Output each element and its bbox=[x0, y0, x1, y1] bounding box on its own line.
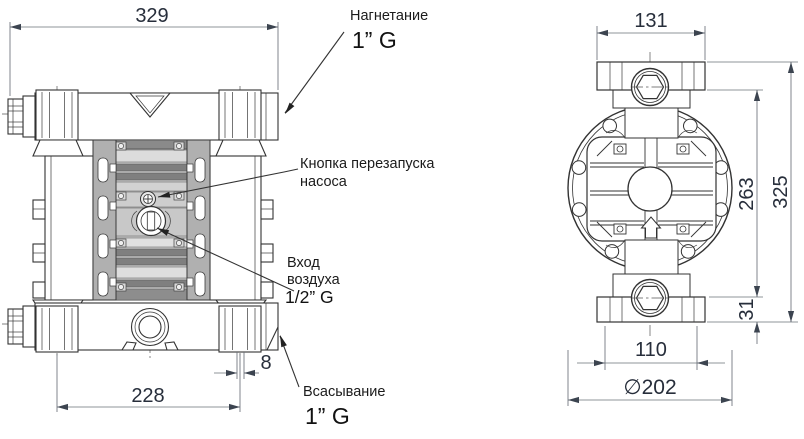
label-air-line1: Вход bbox=[287, 255, 320, 271]
restart-button[interactable] bbox=[140, 191, 156, 207]
body-column-left bbox=[32, 155, 94, 301]
extension-lines-right bbox=[707, 61, 798, 323]
dim-overall-height: 325 bbox=[770, 175, 792, 208]
bolt-holes bbox=[571, 118, 729, 259]
dimension-202: ∅202 bbox=[567, 350, 733, 406]
ribbed-cover-plate bbox=[586, 96, 717, 262]
top-clamp-right bbox=[215, 89, 267, 157]
dim-bolt-span: 110 bbox=[635, 339, 667, 361]
dim-air-inlet-height: 263 bbox=[736, 177, 758, 210]
pillar-right bbox=[186, 139, 211, 301]
dimension-8: 8 bbox=[214, 352, 272, 379]
bottom-clamp-right bbox=[218, 305, 262, 353]
bottom-port-assembly bbox=[596, 239, 706, 323]
callout-air-inlet: Вход воздуха 1/2” G bbox=[156, 227, 341, 307]
label-suction-title: Всасывание bbox=[303, 384, 385, 400]
dimension-263: 263 bbox=[736, 90, 761, 297]
callout-discharge: Нагнетание 1” G bbox=[284, 8, 428, 114]
center-air-chamber bbox=[627, 166, 673, 212]
dim-flange-height: 31 bbox=[736, 298, 758, 320]
dimension-31: 31 bbox=[736, 298, 761, 344]
bottom-clamp-left bbox=[35, 305, 79, 353]
label-discharge-title: Нагнетание bbox=[350, 8, 428, 24]
flow-arrow-up-bottom-icon bbox=[640, 216, 662, 239]
dim-body-diameter: ∅202 bbox=[623, 376, 676, 399]
pillar-left bbox=[92, 139, 117, 301]
dim-suction-span: 228 bbox=[131, 385, 164, 407]
bottom-manifold bbox=[7, 299, 279, 353]
top-port-assembly bbox=[596, 61, 706, 139]
callout-restart-button: Кнопка перезапуска насоса bbox=[157, 156, 435, 198]
dimension-110: 110 bbox=[577, 326, 725, 370]
dim-flange-width: 131 bbox=[634, 10, 667, 32]
side-view: 131 263 325 31 bbox=[567, 10, 798, 406]
callout-suction: Всасывание 1” G bbox=[279, 335, 385, 429]
dim-overall-width: 329 bbox=[135, 5, 168, 27]
label-restart-line2: насоса bbox=[300, 174, 348, 190]
top-clamp-left bbox=[32, 89, 84, 157]
dimension-228: 228 bbox=[56, 354, 241, 412]
dimension-325: 325 bbox=[770, 62, 795, 322]
dimension-329: 329 bbox=[9, 5, 279, 96]
corner-clips bbox=[613, 143, 690, 235]
dimension-131: 131 bbox=[596, 10, 706, 60]
direction-triangle-icon bbox=[128, 92, 172, 118]
label-discharge-size: 1” G bbox=[352, 27, 397, 53]
front-view: 329 228 8 Нагнетание 1” G bbox=[2, 5, 435, 429]
air-valve-center-section bbox=[92, 139, 211, 301]
label-air-line2: воздуха bbox=[287, 272, 341, 288]
suction-port bbox=[120, 307, 180, 351]
label-suction-size: 1” G bbox=[305, 403, 350, 429]
label-restart-line1: Кнопка перезапуска bbox=[300, 156, 435, 172]
label-air-size: 1/2” G bbox=[285, 287, 334, 307]
dim-port-offset: 8 bbox=[260, 352, 271, 374]
body-column-right bbox=[209, 155, 274, 301]
bolt-heads bbox=[115, 141, 185, 292]
